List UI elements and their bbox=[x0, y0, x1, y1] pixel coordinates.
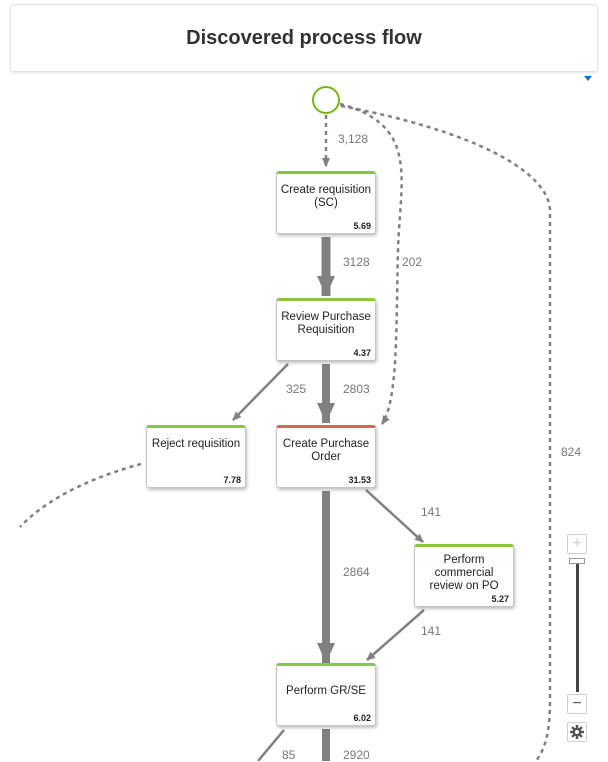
node-label: Create Purchase Order bbox=[282, 438, 370, 463]
chevron-down-icon[interactable] bbox=[584, 76, 592, 81]
node-duration: 4.37 bbox=[353, 348, 371, 358]
edge-start-to-create-po[interactable] bbox=[339, 102, 403, 425]
node-duration: 7.78 bbox=[223, 475, 241, 485]
edge-label-review-to-reject: 325 bbox=[286, 382, 307, 396]
node-label: Review Purchase Requisition bbox=[281, 311, 371, 336]
node-label: Perform GR/SE bbox=[286, 685, 366, 697]
node-duration: 5.27 bbox=[491, 594, 509, 604]
start-event[interactable] bbox=[312, 86, 340, 114]
node-duration: 31.53 bbox=[348, 475, 371, 485]
node-duration: 5.69 bbox=[353, 221, 371, 231]
edge-label-create-to-review: 3128 bbox=[343, 255, 370, 269]
settings-button[interactable] bbox=[567, 722, 587, 742]
node-create-purchase-order[interactable]: Create Purchase Order 31.53 bbox=[276, 425, 376, 488]
zoom-in-button[interactable]: + bbox=[567, 534, 587, 554]
edge-label-gr-down: 2920 bbox=[343, 748, 370, 762]
edge-review-to-reject[interactable] bbox=[232, 363, 289, 421]
node-perform-gr-se[interactable]: Perform GR/SE 6.02 bbox=[276, 663, 376, 726]
edge-label-gr-side: 85 bbox=[282, 748, 296, 762]
edge-label-start-to-po: 202 bbox=[402, 255, 423, 269]
page-title: Discovered process flow bbox=[186, 26, 422, 49]
node-reject-requisition[interactable]: Reject requisition 7.78 bbox=[146, 425, 246, 488]
node-label: Reject requisition bbox=[151, 438, 241, 450]
zoom-out-button[interactable]: − bbox=[567, 694, 587, 714]
node-label: Create requisition (SC) bbox=[280, 184, 372, 209]
edge-label-po-to-gr: 2864 bbox=[343, 565, 370, 579]
edge-label-start-to-create: 3,128 bbox=[338, 132, 369, 146]
node-duration: 6.02 bbox=[353, 713, 371, 723]
edge-gr-side[interactable] bbox=[257, 729, 285, 761]
title-panel: Discovered process flow bbox=[10, 4, 598, 72]
edge-review-po-to-gr[interactable] bbox=[366, 609, 425, 661]
zoom-slider-track[interactable] bbox=[576, 558, 579, 692]
edge-label-start-to-end: 824 bbox=[561, 445, 582, 459]
edge-create-po-to-review-po[interactable] bbox=[365, 489, 424, 543]
zoom-slider-handle[interactable] bbox=[569, 558, 585, 564]
node-label: Perform commercial review on PO bbox=[429, 554, 499, 592]
edge-label-review-po-to-gr: 141 bbox=[421, 624, 442, 638]
node-create-requisition[interactable]: Create requisition (SC) 5.69 bbox=[276, 171, 376, 234]
gear-icon bbox=[570, 725, 584, 739]
edge-label-po-to-review-po: 141 bbox=[421, 505, 442, 519]
edge-reject-outgoing[interactable] bbox=[19, 462, 142, 528]
edge-start-to-end[interactable] bbox=[340, 104, 552, 761]
node-perform-commercial-review[interactable]: Perform commercial review on PO 5.27 bbox=[414, 544, 514, 607]
edge-label-review-to-po: 2803 bbox=[343, 382, 370, 396]
node-review-purchase-requisition[interactable]: Review Purchase Requisition 4.37 bbox=[276, 298, 376, 361]
